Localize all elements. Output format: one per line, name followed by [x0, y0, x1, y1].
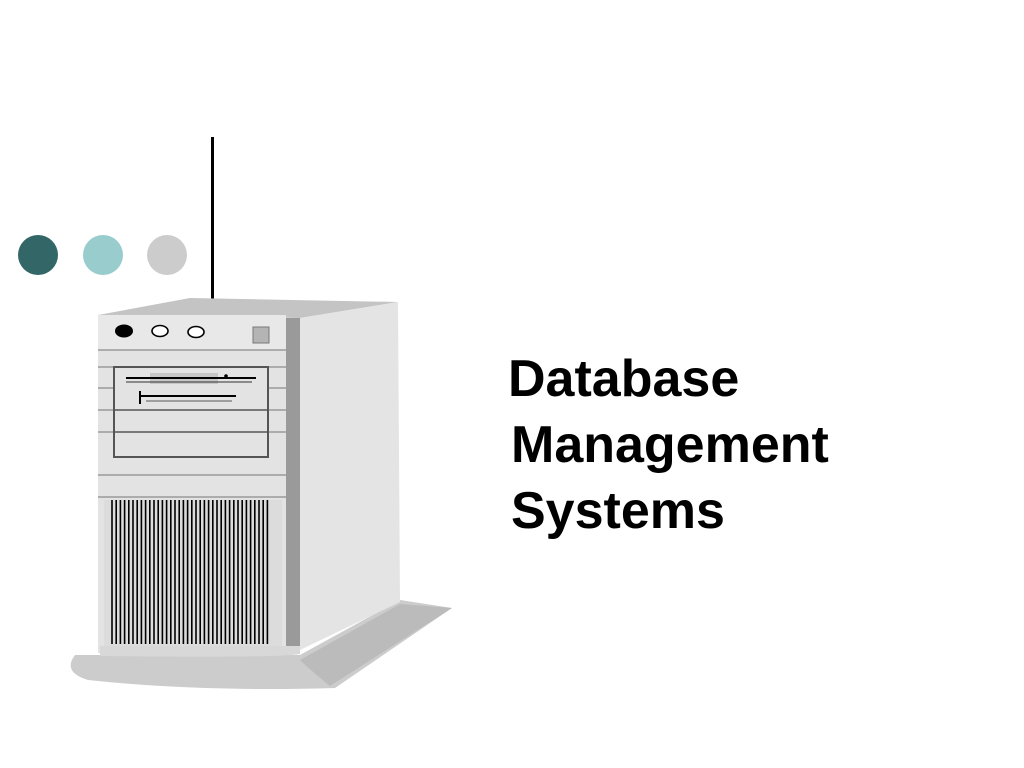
server-tower-icon: [70, 298, 453, 689]
title-line-1: Database: [508, 350, 740, 408]
title-line-3: Systems: [511, 482, 725, 540]
vertical-divider-line: [211, 137, 214, 303]
bullet-dot-dark: [18, 235, 58, 275]
bullet-dot-teal: [83, 235, 123, 275]
title-line-2: Management: [511, 416, 829, 474]
slide-title: Database Management Systems: [508, 346, 829, 544]
bullet-dot-gray: [147, 235, 187, 275]
